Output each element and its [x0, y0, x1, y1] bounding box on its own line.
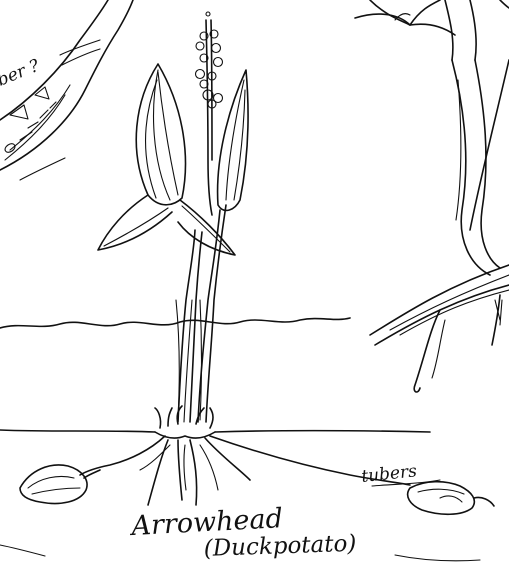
- left-arrowhead-leaf: [98, 64, 235, 255]
- bottom-right-edge-stroke: [395, 555, 480, 561]
- caption-subtitle: (Duckpotato): [203, 531, 356, 562]
- root-crown: [80, 406, 410, 505]
- top-left-tuber-fragment: [0, 0, 133, 180]
- corner-fragment-label: ber ?: [0, 55, 43, 90]
- top-right-plant-fragment: [355, 0, 509, 392]
- right-narrow-leaf: [218, 70, 248, 210]
- water-surface-line: [0, 318, 350, 328]
- bottom-left-edge-stroke: [0, 545, 45, 556]
- flower-cluster: [196, 12, 223, 108]
- right-tuber: [408, 482, 494, 515]
